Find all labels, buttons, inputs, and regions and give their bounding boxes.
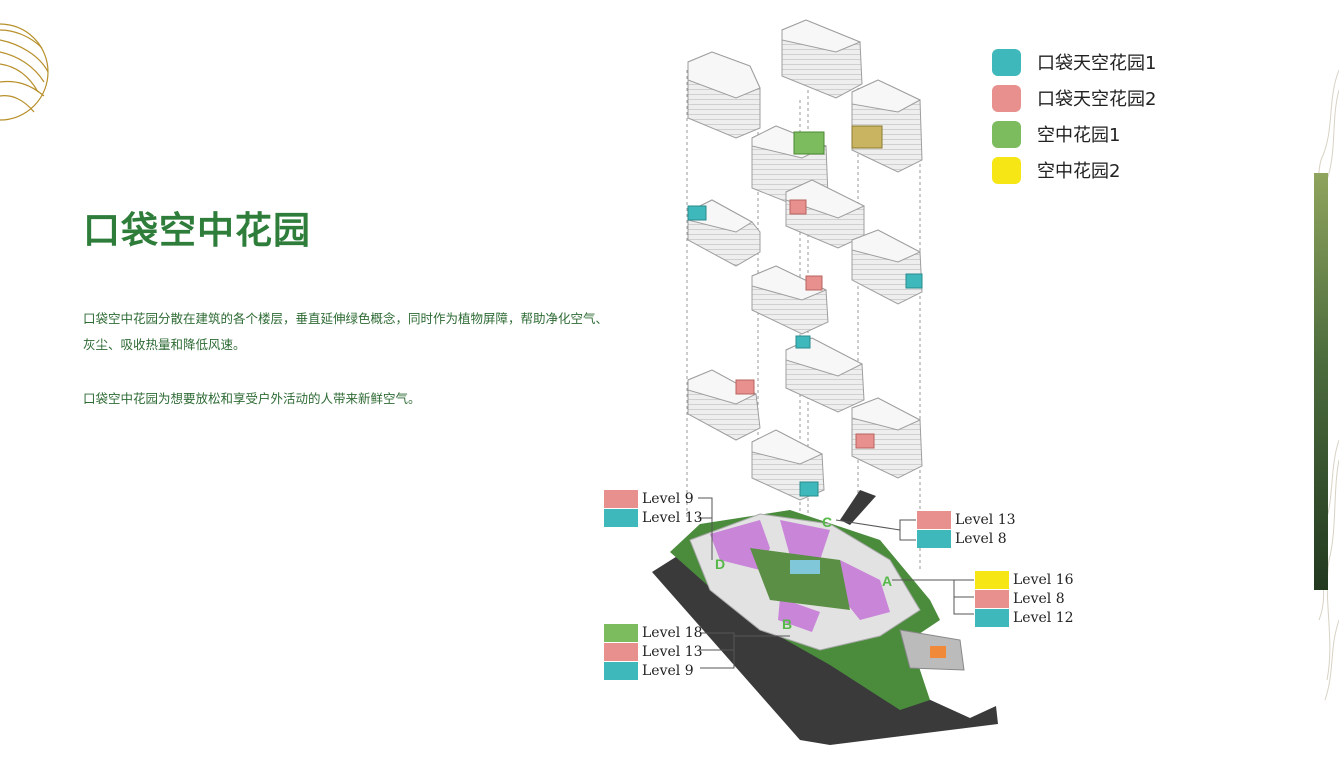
building-label-a: A xyxy=(882,573,893,589)
legend-item-pocket-sky-garden-2: 口袋天空花园2 xyxy=(992,80,1156,116)
level-swatch xyxy=(604,661,638,680)
page-title: 口袋空中花园 xyxy=(83,209,311,252)
callout-lines xyxy=(698,497,974,669)
legend-item-sky-garden-1: 空中花园1 xyxy=(992,116,1156,152)
level-entry: Level 13 xyxy=(604,508,703,527)
level-entry: Level 13 xyxy=(917,510,1016,529)
level-callout-right: Level 16 Level 8 Level 12 xyxy=(975,570,1074,627)
level-entry: Level 16 xyxy=(975,570,1074,589)
building-label-c: C xyxy=(822,514,833,530)
pocket-garden-2-marker xyxy=(735,379,755,395)
legend-swatch xyxy=(992,48,1021,76)
level-swatch xyxy=(975,608,1009,627)
pocket-garden-1-marker xyxy=(799,481,819,497)
level-swatch xyxy=(604,642,638,661)
building-label-d: D xyxy=(715,556,726,572)
site-plan xyxy=(652,490,998,745)
level-label: Level 9 xyxy=(642,490,694,507)
legend-swatch xyxy=(992,156,1021,184)
level-label: Level 13 xyxy=(955,511,1016,528)
description-paragraph-1: 口袋空中花园分散在建筑的各个楼层，垂直延伸绿色概念，同时作为植物屏障，帮助净化空… xyxy=(83,311,609,352)
level-entry: Level 9 xyxy=(604,661,703,680)
legend-item-pocket-sky-garden-1: 口袋天空花园1 xyxy=(992,44,1156,80)
upper-tier-blocks xyxy=(687,19,923,249)
level-swatch xyxy=(975,589,1009,608)
level-swatch xyxy=(975,570,1009,589)
pocket-garden-2-marker xyxy=(855,433,875,449)
legend-swatch xyxy=(992,120,1021,148)
legend-label: 口袋天空花园1 xyxy=(1037,53,1157,74)
pocket-garden-2-marker xyxy=(805,275,823,291)
pocket-garden-1-marker xyxy=(905,273,923,289)
level-entry: Level 18 xyxy=(604,623,703,642)
level-swatch xyxy=(917,510,951,529)
level-callout-top-left: Level 9 Level 13 xyxy=(604,489,703,527)
gold-line-art-decoration xyxy=(0,23,49,121)
level-label: Level 12 xyxy=(1013,609,1074,626)
level-label: Level 8 xyxy=(1013,590,1065,607)
pocket-garden-2-marker xyxy=(789,199,807,215)
legend-label: 空中花园1 xyxy=(1037,125,1121,146)
level-label: Level 13 xyxy=(642,643,703,660)
legend-label: 空中花园2 xyxy=(1037,161,1121,182)
level-swatch xyxy=(604,508,638,527)
green-gradient-bar xyxy=(1314,173,1328,590)
level-callout-top-right: Level 13 Level 8 xyxy=(917,510,1016,548)
level-swatch xyxy=(604,623,638,642)
legend-swatch xyxy=(992,84,1021,112)
legend-label: 口袋天空花园2 xyxy=(1037,89,1157,110)
level-label: Level 16 xyxy=(1013,571,1074,588)
level-entry: Level 8 xyxy=(975,589,1074,608)
garden-type-legend: 口袋天空花园1 口袋天空花园2 空中花园1 空中花园2 xyxy=(992,44,1156,188)
level-label: Level 13 xyxy=(642,509,703,526)
level-swatch xyxy=(917,529,951,548)
level-entry: Level 9 xyxy=(604,489,703,508)
sky-garden-2-marker xyxy=(851,125,883,149)
description-paragraph-2: 口袋空中花园为想要放松和享受户外活动的人带来新鲜空气。 xyxy=(83,391,421,406)
pocket-garden-1-marker xyxy=(795,335,811,349)
level-callout-bottom-left: Level 18 Level 13 Level 9 xyxy=(604,623,703,680)
pocket-garden-1-marker xyxy=(687,205,707,221)
building-label-b: B xyxy=(782,616,793,632)
level-label: Level 9 xyxy=(642,662,694,679)
level-swatch xyxy=(604,489,638,508)
level-entry: Level 12 xyxy=(975,608,1074,627)
level-entry: Level 8 xyxy=(917,529,1016,548)
sky-garden-1-marker xyxy=(793,131,825,155)
lower-tier-blocks xyxy=(687,337,923,501)
legend-item-sky-garden-2: 空中花园2 xyxy=(992,152,1156,188)
level-entry: Level 13 xyxy=(604,642,703,661)
level-label: Level 8 xyxy=(955,530,1007,547)
level-label: Level 18 xyxy=(642,624,703,641)
